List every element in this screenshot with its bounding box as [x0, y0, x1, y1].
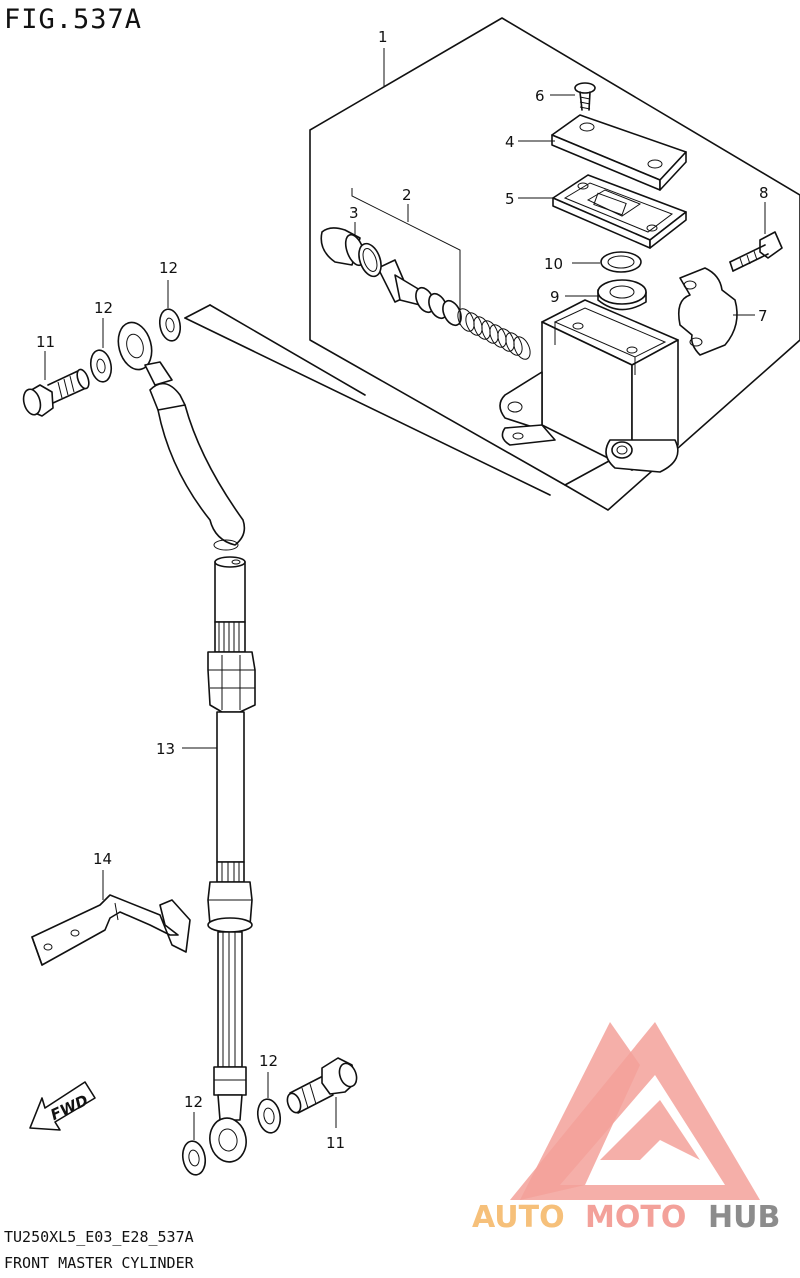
callout-14: 14 [93, 850, 112, 868]
callout-8: 8 [759, 184, 769, 202]
callout-11-upper: 11 [36, 333, 55, 351]
part-14-guide-bracket [31, 894, 191, 966]
part-7-clamp [677, 267, 738, 356]
callout-10: 10 [544, 255, 563, 273]
assembly-frame [309, 17, 800, 511]
connector-line-upper [209, 304, 366, 396]
logo-text-auto: AUTO [472, 1200, 565, 1235]
part-11-banjo-bolt-lower [286, 1057, 358, 1114]
callout-4: 4 [505, 133, 515, 151]
fwd-arrow-icon: FWD [29, 1081, 96, 1131]
callout-1: 1 [378, 28, 388, 46]
footer-model-code: TU250XL5_E03_E28_537A [4, 1228, 194, 1246]
callout-11-lower: 11 [326, 1134, 345, 1152]
part-3-boot [320, 227, 382, 278]
callout-2: 2 [402, 186, 412, 204]
part-9-boot [597, 279, 647, 311]
part-13-brake-hose [117, 321, 256, 1163]
logo-text-hub: HUB [708, 1200, 780, 1235]
callout-6: 6 [535, 87, 545, 105]
callout-3: 3 [349, 204, 359, 222]
callout-9: 9 [550, 288, 560, 306]
callout-12-c: 12 [259, 1052, 278, 1070]
connector-line-cap [184, 304, 211, 319]
logo-text-moto: MOTO [585, 1200, 686, 1235]
part-12-washer-d [181, 1140, 207, 1176]
leader-2-bracket [351, 188, 461, 325]
callout-13: 13 [156, 740, 175, 758]
part-12-washer-c [256, 1098, 282, 1134]
callout-12-b: 12 [159, 259, 178, 277]
callout-5: 5 [505, 190, 515, 208]
part-11-banjo-bolt-upper [22, 368, 90, 417]
footer-description: FRONT MASTER CYLINDER [4, 1254, 194, 1272]
callout-12-a: 12 [94, 299, 113, 317]
logo-m-shape [520, 1022, 640, 1200]
part-12-washer-b [158, 308, 182, 342]
callout-7: 7 [758, 307, 768, 325]
connector-line-lower [184, 317, 551, 496]
part-12-washer-a [89, 349, 113, 383]
part-8-bolt [729, 231, 783, 272]
part-4-cap [551, 114, 687, 191]
part-10-oring [600, 251, 642, 273]
figure-title: FIG.537A [4, 4, 143, 35]
callout-12-d: 12 [184, 1093, 203, 1111]
watermark-logo: AUTO MOTO HUB [472, 1022, 780, 1235]
part-2-piston [377, 259, 531, 360]
logo-g-shape [600, 1100, 700, 1160]
part-6-screw [574, 82, 596, 111]
master-cylinder-body [499, 299, 679, 473]
part-5-plate [552, 174, 687, 249]
